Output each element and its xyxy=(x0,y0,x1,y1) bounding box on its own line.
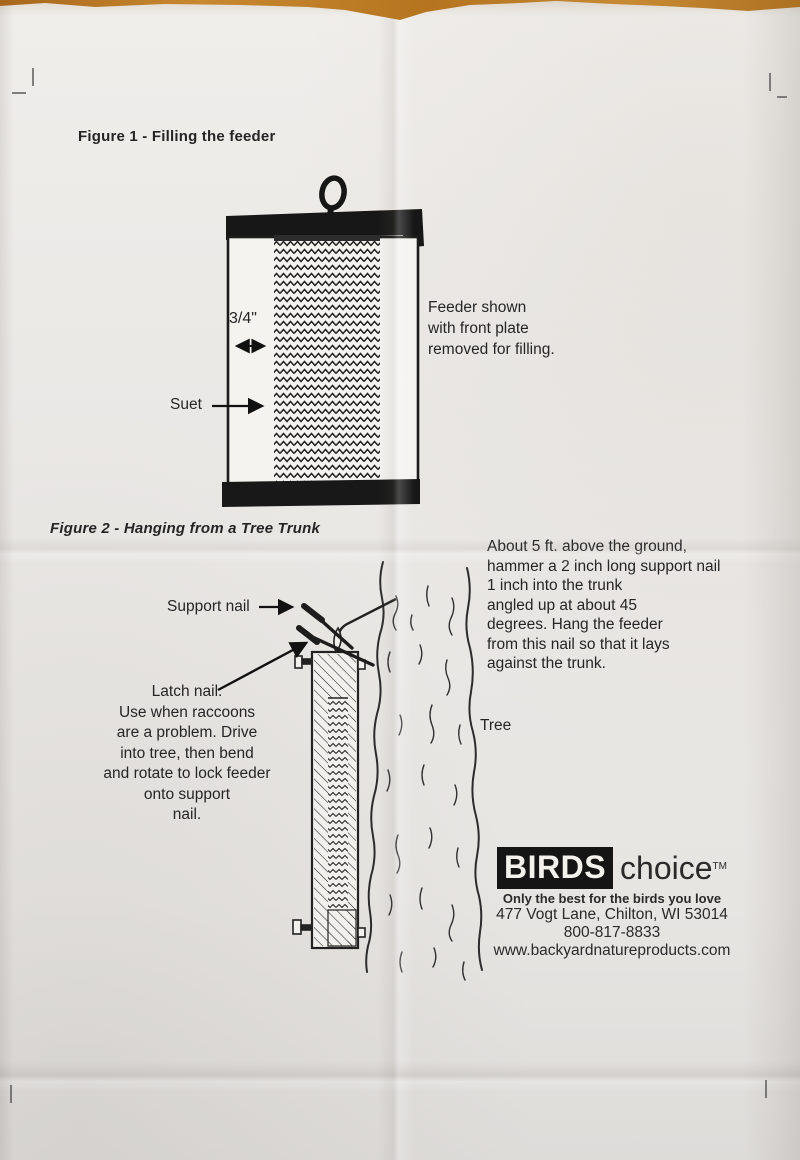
regmark-top-left-v xyxy=(32,68,34,86)
trademark-symbol: TM xyxy=(712,860,727,872)
regmark-top-right-v xyxy=(769,73,771,91)
figure1-title: Figure 1 - Filling the feeder xyxy=(78,128,276,145)
brand-website: www.backyardnatureproducts.com xyxy=(493,942,731,959)
figure1-diagram xyxy=(212,175,424,507)
brand-block: BIRDS choice TM Only the best for the bi… xyxy=(487,847,737,960)
regmark-top-left-h xyxy=(12,92,26,94)
horizontal-fold-crease-bottom xyxy=(0,1062,800,1092)
hanging-hook-icon xyxy=(319,175,347,218)
tree-trunk xyxy=(365,561,483,973)
brand-address: 477 Vogt Lane, Chilton, WI 53014 xyxy=(496,906,728,923)
suet-fill-side xyxy=(328,698,348,910)
support-nail-label: Support nail xyxy=(167,598,250,615)
figure1-caption: Feeder shown with front plate removed fo… xyxy=(428,299,555,358)
brand-logo: BIRDS choice TM xyxy=(487,847,737,889)
tree-bark-texture xyxy=(386,585,466,981)
suet-fill xyxy=(274,235,380,484)
width-dimension-label: 3/4" xyxy=(229,310,257,327)
feeder-side-view xyxy=(310,650,360,950)
brand-name-primary: BIRDS xyxy=(496,847,614,889)
suet-top-edge xyxy=(274,235,380,241)
latch-nail-note: Latch nail. Use when raccoons are a prob… xyxy=(103,683,271,823)
figure2-diagram xyxy=(217,561,483,981)
latch-nail xyxy=(296,625,375,667)
brand-name-secondary: choice xyxy=(620,850,713,886)
figure2-title: Figure 2 - Hanging from a Tree Trunk xyxy=(50,520,321,537)
regmark-bottom-left-v xyxy=(10,1085,12,1103)
figure2-instructions: About 5 ft. above the ground, hammer a 2… xyxy=(487,538,721,672)
feeder-bottom-bar xyxy=(222,479,420,507)
latch-nail-arrow xyxy=(217,641,309,692)
left-edge-shadow xyxy=(0,1,14,1160)
support-nail xyxy=(301,603,354,650)
regmark-top-right-h xyxy=(777,96,787,98)
regmark-bottom-right-v xyxy=(765,1080,767,1098)
brand-phone: 800-817-8833 xyxy=(563,924,661,941)
brand-tagline: Only the best for the birds you love xyxy=(502,891,722,906)
tree-label: Tree xyxy=(480,717,512,734)
suet-label: Suet xyxy=(170,396,202,413)
